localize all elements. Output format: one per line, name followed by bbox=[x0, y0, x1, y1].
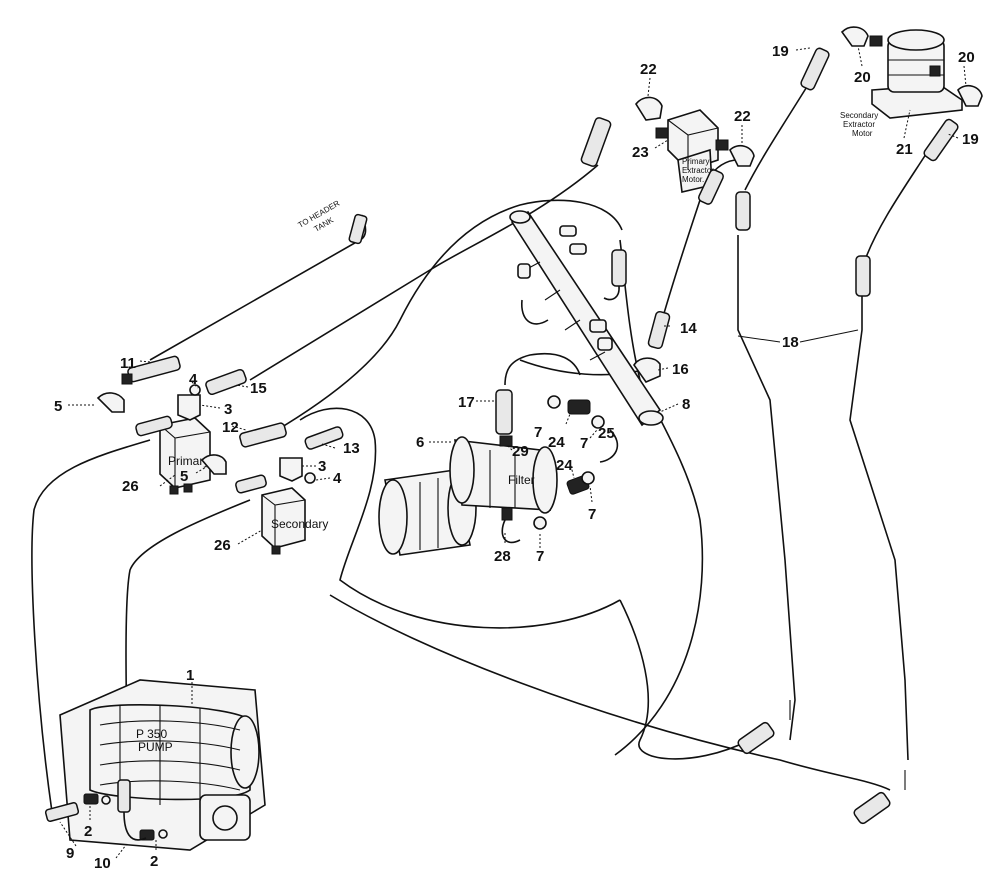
pipe-upper-arch bbox=[259, 199, 623, 441]
leader-lines bbox=[59, 45, 967, 859]
pipe-header-tank bbox=[149, 214, 367, 361]
pipe-upper-arch-2 bbox=[614, 239, 704, 756]
callout-19b: 19 bbox=[962, 131, 979, 148]
callout-23: 23 bbox=[632, 144, 649, 161]
primary-extractor-motor bbox=[655, 109, 729, 193]
callout-19a: 19 bbox=[772, 43, 789, 60]
callout-13: 13 bbox=[343, 440, 360, 457]
callout-18: 18 bbox=[782, 334, 799, 351]
pipe-18-left bbox=[737, 235, 796, 741]
primary-motor-label-line2: Extractor bbox=[682, 166, 714, 175]
callout-3b: 3 bbox=[318, 458, 326, 475]
callout-5b: 5 bbox=[180, 468, 188, 485]
callout-2b: 2 bbox=[150, 853, 158, 870]
secondary-valve-block bbox=[261, 487, 306, 555]
primary-motor-label-line3: Motor. bbox=[682, 175, 704, 184]
elbows-and-tees bbox=[96, 384, 316, 484]
pipe-17 bbox=[504, 352, 581, 386]
filter-assembly bbox=[378, 435, 558, 556]
secondary-motor-label-line1: Secondary bbox=[840, 111, 878, 120]
pipe-16 bbox=[519, 359, 651, 376]
callout-15: 15 bbox=[250, 380, 267, 397]
callout-22a: 22 bbox=[640, 61, 657, 78]
callout-25: 25 bbox=[598, 425, 615, 442]
pipe-18-right bbox=[849, 290, 909, 761]
hoses-left bbox=[121, 213, 368, 494]
callout-numbers: 1 2 2 3 3 4 4 5 5 6 7 7 7 7 8 9 10 11 12… bbox=[54, 43, 979, 872]
callout-3a: 3 bbox=[224, 401, 232, 418]
secondary-block-label: Secondary bbox=[271, 517, 328, 531]
primary-motor-fittings bbox=[580, 96, 755, 231]
pipe-12-loop bbox=[299, 407, 621, 629]
callout-11: 11 bbox=[120, 355, 136, 372]
callout-16: 16 bbox=[672, 361, 689, 378]
pipe-lower-loop bbox=[329, 594, 891, 791]
callout-1: 1 bbox=[186, 667, 194, 684]
callout-24b: 24 bbox=[556, 457, 573, 474]
primary-block-label: Primary bbox=[168, 454, 209, 468]
callout-10: 10 bbox=[94, 855, 111, 872]
callout-17: 17 bbox=[458, 394, 475, 411]
pipe-19-left bbox=[744, 84, 809, 191]
p350-pump bbox=[59, 679, 266, 851]
callout-8: 8 bbox=[682, 396, 690, 413]
pipe-lower-loop-2 bbox=[619, 599, 751, 760]
callout-20b: 20 bbox=[958, 49, 975, 66]
callout-4b: 4 bbox=[333, 470, 342, 487]
callout-6: 6 bbox=[416, 434, 424, 451]
secondary-motor-label-line3: Motor bbox=[852, 129, 873, 138]
callout-14: 14 bbox=[680, 320, 697, 337]
secondary-motor-fittings bbox=[800, 26, 983, 297]
pump-label-line1: P 350 bbox=[136, 727, 167, 741]
callout-9: 9 bbox=[66, 845, 74, 862]
pump-fittings bbox=[44, 779, 168, 841]
callout-7d: 7 bbox=[536, 548, 544, 565]
callout-24a: 24 bbox=[548, 434, 565, 451]
pump-label-line2: PUMP bbox=[138, 740, 173, 754]
pipe-pump-to-primary bbox=[31, 439, 151, 813]
callout-7c: 7 bbox=[588, 506, 596, 523]
pipe-14 bbox=[654, 159, 736, 346]
filter-fittings bbox=[495, 389, 619, 530]
callout-5a: 5 bbox=[54, 398, 62, 415]
callout-7a: 7 bbox=[534, 424, 542, 441]
filter-label: Filter bbox=[508, 473, 535, 487]
lower-hose-ends bbox=[737, 700, 906, 825]
callout-4a: 4 bbox=[189, 371, 198, 388]
callout-26a: 26 bbox=[122, 478, 139, 495]
callout-12: 12 bbox=[222, 419, 239, 436]
primary-motor-label-line1: Primary bbox=[682, 157, 710, 166]
callout-7b: 7 bbox=[580, 435, 588, 452]
callout-20a: 20 bbox=[854, 69, 871, 86]
callout-21: 21 bbox=[896, 141, 913, 158]
callout-2a: 2 bbox=[84, 823, 92, 840]
callout-26b: 26 bbox=[214, 537, 231, 554]
manifold-tube bbox=[509, 210, 664, 427]
callout-22b: 22 bbox=[734, 108, 751, 125]
pipe-15-to-primary-motor bbox=[249, 164, 599, 381]
secondary-motor-label-line2: Extractor bbox=[843, 120, 875, 129]
hose-14-16 bbox=[633, 310, 671, 383]
callout-28: 28 bbox=[494, 548, 511, 565]
secondary-extractor-motor bbox=[871, 29, 963, 119]
callout-29: 29 bbox=[512, 443, 529, 460]
pipe-19-right bbox=[864, 139, 936, 261]
